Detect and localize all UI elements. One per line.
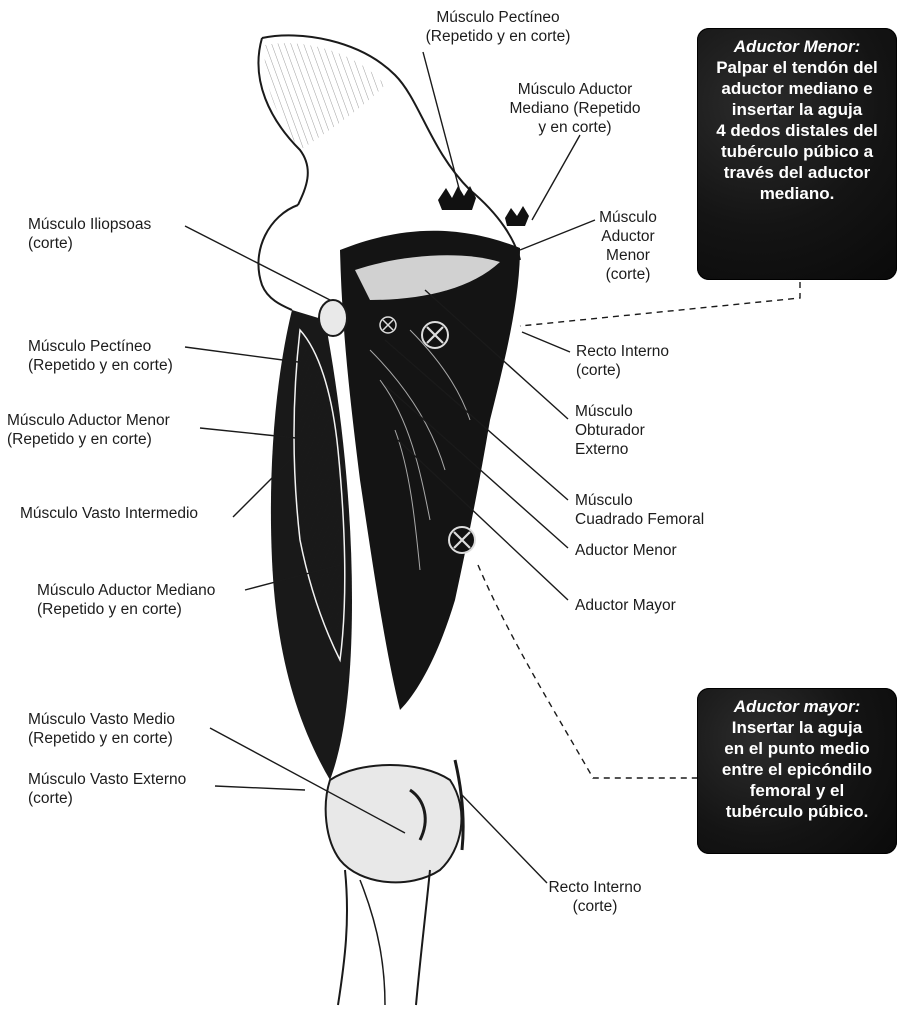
label-iliopsoas: Músculo Iliopsoas (corte): [28, 215, 198, 253]
label-pectineo-top: Músculo Pectíneo (Repetido y en corte): [403, 8, 593, 46]
injection-marker-upper: [422, 322, 448, 348]
iliopsoas-cut: [319, 300, 347, 336]
note-aductor-menor: Aductor Menor: Palpar el tendón del aduc…: [697, 28, 897, 280]
label-vasto-externo: Músculo Vasto Externo (corte): [28, 770, 218, 808]
label-vasto-intermedio: Músculo Vasto Intermedio: [20, 504, 235, 523]
note-aductor-menor-title: Aductor Menor:: [703, 36, 891, 57]
label-cuadrado-femoral: Músculo Cuadrado Femoral: [575, 491, 745, 529]
label-aductor-mediano-top: Músculo Aductor Mediano (Repetido y en c…: [500, 80, 650, 137]
label-aductor-menor-right: Aductor Menor: [575, 541, 725, 560]
note-aductor-mayor: Aductor mayor: Insertar la aguja en el p…: [697, 688, 897, 854]
pelvis-shading: [265, 43, 385, 150]
label-obturador-externo: Músculo Obturador Externo: [575, 402, 685, 459]
label-vasto-medio: Músculo Vasto Medio (Repetido y en corte…: [28, 710, 218, 748]
label-aductor-mediano-left: Músculo Aductor Mediano (Repetido y en c…: [37, 581, 247, 619]
label-recto-interno-top: Recto Interno (corte): [576, 342, 706, 380]
note-aductor-menor-body: Palpar el tendón del aductor mediano e i…: [703, 57, 891, 204]
label-pectineo-left: Músculo Pectíneo (Repetido y en corte): [28, 337, 218, 375]
label-aductor-mayor-right: Aductor Mayor: [575, 596, 725, 615]
label-recto-interno-bottom: Recto Interno (corte): [530, 878, 660, 916]
muscle-cut-tufts: [438, 186, 529, 226]
note-aductor-mayor-body: Insertar la aguja en el punto medio entr…: [703, 717, 891, 822]
note-aductor-mayor-title: Aductor mayor:: [703, 696, 891, 717]
injection-marker-lower: [449, 527, 475, 553]
label-aductor-menor-corte: Músculo Aductor Menor (corte): [588, 208, 668, 284]
label-aductor-menor-left: Músculo Aductor Menor (Repetido y en cor…: [7, 411, 207, 449]
small-marker: [380, 317, 396, 333]
